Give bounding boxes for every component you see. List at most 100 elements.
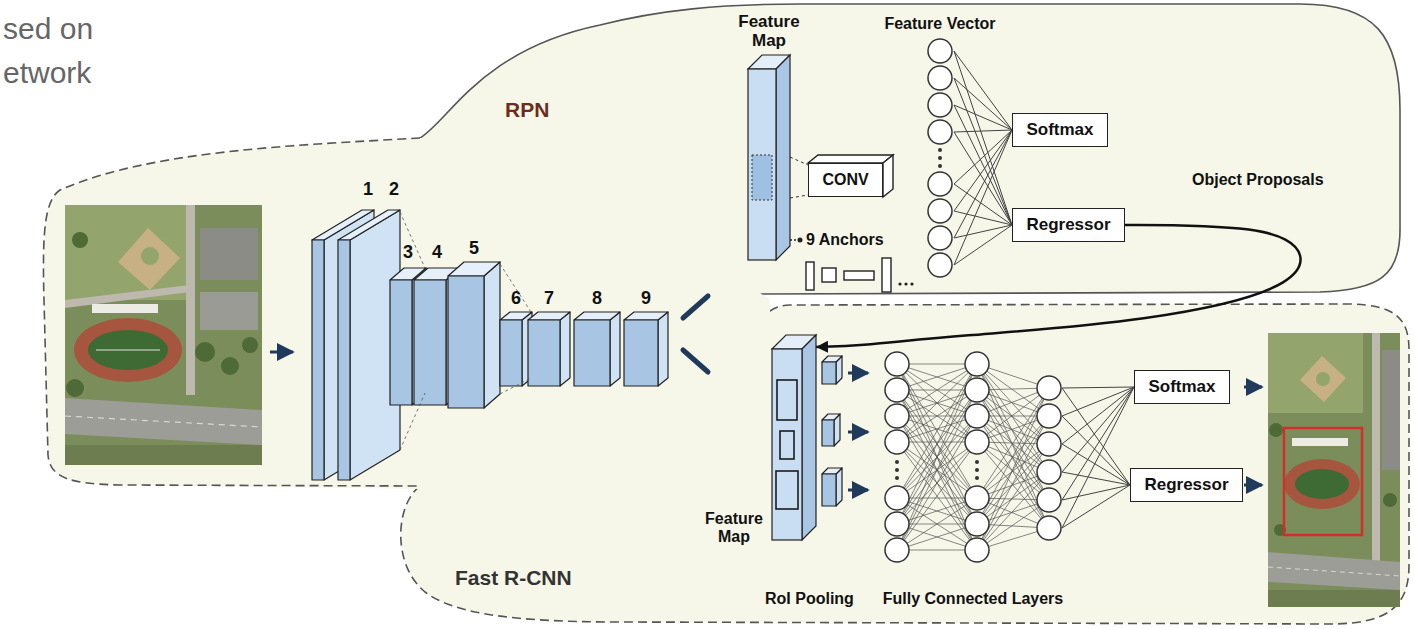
split-arrow [683,296,708,318]
layer-number: 7 [544,289,554,309]
pooled-roi [822,362,836,384]
input-image [186,205,195,395]
fully-connected-layers: Fully Connected Layers [884,350,1062,564]
regressor-box: Regressor [1130,468,1243,502]
flow-arrow [848,372,868,375]
neural-layers [895,468,899,472]
rpn-region-outline [400,0,1410,305]
output-image [1284,459,1360,509]
neural-layers [1037,460,1061,484]
neural-layers [965,512,989,536]
fast-rcnn-region-outline [401,304,1409,624]
box-label: Softmax [1026,120,1093,140]
layer-number: 1 [363,180,373,200]
neuron-column [938,156,942,160]
layer-number: 6 [511,289,521,309]
stage-label: RoI Pooling [765,590,854,608]
neural-layers [885,430,909,454]
softmax-box: Softmax [1134,370,1230,404]
output-image [1268,333,1400,607]
feature-map-slab [752,155,772,200]
layer-link [400,212,531,450]
cnn-layer [658,312,668,386]
input-image [74,318,182,382]
cnn-layer [574,320,610,386]
pooled-roi [822,356,842,506]
input-image [66,379,84,397]
output-image [1268,590,1400,607]
neural-layers [895,460,899,464]
input-image [65,416,262,427]
backbone-region [43,138,420,486]
output-image [1268,567,1400,576]
input-image [221,357,239,375]
output-image [1295,469,1349,499]
feature-map-slab [776,55,790,260]
rpn-region-outline [420,4,1400,294]
neural-layers [885,404,909,428]
layer-number: 5 [469,239,479,259]
split-arrow [683,350,708,372]
region-heading: Fast R-CNN [455,566,572,590]
neural-layers [975,460,979,464]
neural-layers [965,378,989,402]
layer-number: 9 [641,289,651,309]
title-fragment: sed on [3,12,93,45]
shape-heading: Feature Map [702,510,766,547]
output-image [1284,428,1362,535]
box-depth [808,155,893,163]
output-image [1268,333,1363,413]
box-depth [883,155,893,197]
input-image [195,342,215,362]
neural-layers [965,486,989,510]
pooled-roi [822,420,834,446]
layer-number: 3 [403,243,413,263]
neuron-column [928,39,952,63]
output-image [1268,552,1400,590]
rpn-region-outline [420,4,1400,294]
anchor-label: 9 Anchors [806,231,884,249]
neural-layers [965,352,989,376]
feature-map-slab [777,380,797,420]
neuron-column [928,66,952,90]
neural-layers [885,538,909,562]
input-image [200,292,258,330]
anchor-box [910,282,913,285]
feature-map-slab [776,471,798,509]
output-image [1316,372,1330,386]
neural-layers [975,468,979,472]
neural-layers [975,476,979,480]
neuron-column [926,38,954,279]
input-image [65,205,262,465]
connector-label: Object Proposals [1192,171,1324,189]
conv-box: CONV [808,163,883,197]
anchor-box [898,282,901,285]
cnn-layer [414,280,446,405]
box-label: CONV [822,171,868,189]
fast-rcnn-region-outline [401,304,1409,624]
neuron-column [928,172,952,196]
neural-layers [1037,404,1061,428]
neural-layers [1037,488,1061,512]
neural-layers [965,404,989,428]
feature-map-slab [802,335,816,540]
feature-map-slab [748,55,790,260]
neuron-column [928,93,952,117]
neuron-column [928,120,952,144]
cnn-layer [610,312,620,386]
cnn-layer [338,210,400,240]
feature-map-slab [780,431,794,459]
neuron-column [928,226,952,250]
feature-vector: Feature Vector [926,38,954,279]
feature-map: Feature Map [772,335,816,540]
input-image [118,228,180,290]
input-image [96,350,160,351]
cnn-layer [338,240,350,480]
feature-map-slab [772,349,802,540]
split-arrow [683,296,708,372]
cnn-layer [528,320,560,386]
output-image [1292,438,1348,446]
regressor-box: Regressor [1012,208,1125,242]
